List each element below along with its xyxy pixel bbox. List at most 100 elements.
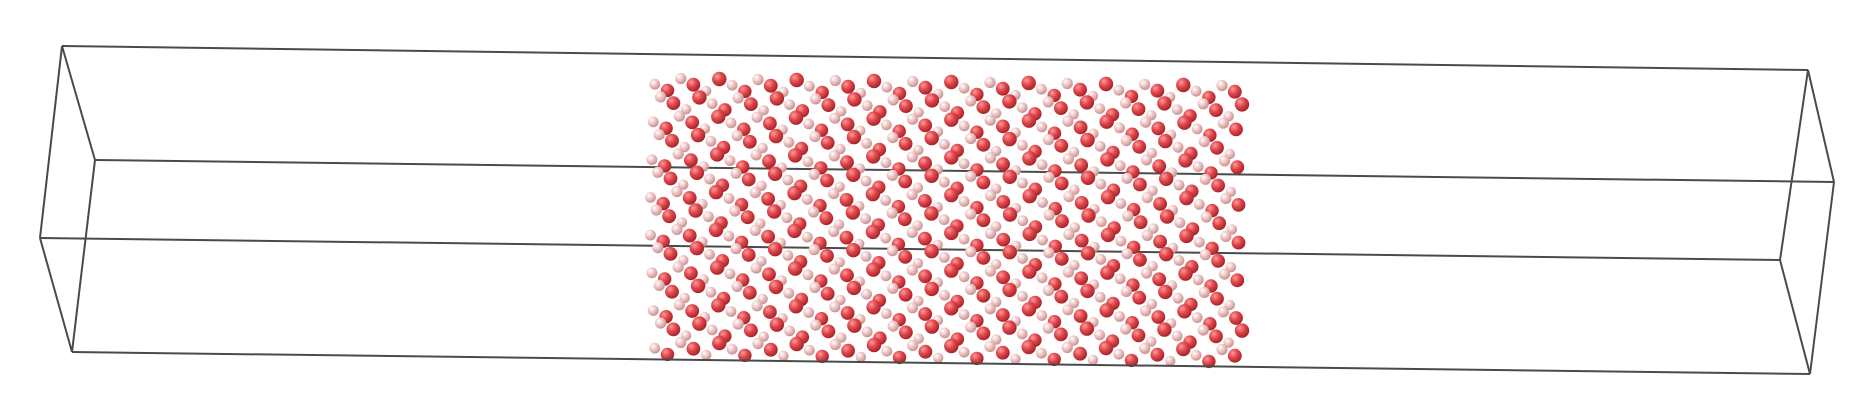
atom-red (1073, 120, 1088, 135)
atom-red (840, 155, 854, 170)
atom-red (1133, 215, 1148, 230)
atom-red (995, 345, 1010, 360)
atom-pink (958, 158, 970, 170)
atom-pink (984, 227, 997, 239)
atom-pink (1062, 115, 1074, 127)
atom-pink (1094, 329, 1106, 341)
atom-pink (731, 280, 743, 292)
atom-red (685, 304, 700, 318)
atom-pink (1068, 297, 1080, 309)
atom-red (788, 148, 803, 163)
atom-pink (1114, 160, 1126, 172)
atom-red (1079, 95, 1095, 110)
simulation-box-back-edges (39, 159, 1835, 261)
atom-pink (1042, 284, 1055, 296)
atom-pink (673, 110, 686, 122)
atom-pink (881, 119, 892, 131)
atom-red (1002, 282, 1017, 298)
atom-red (1176, 341, 1191, 357)
atom-pink (1122, 210, 1134, 222)
atom-red (1179, 228, 1194, 244)
atom-pink (991, 334, 1002, 345)
atom-pink (881, 81, 893, 93)
atom-pink (984, 152, 997, 164)
atom-red (1002, 169, 1017, 184)
atom-pink (752, 337, 764, 350)
atom-red (744, 97, 758, 111)
atom-red (996, 232, 1011, 247)
atom-red (761, 192, 775, 206)
atom-pink (836, 106, 847, 117)
atom-red (1080, 246, 1096, 261)
atom-pink (1036, 83, 1047, 95)
atom-pink (984, 190, 997, 202)
atom-pink (1016, 328, 1028, 340)
atom-pink (680, 104, 692, 115)
atom-pink (1171, 330, 1183, 342)
atom-red (839, 230, 854, 245)
atom-red (665, 284, 679, 299)
atom-pink (723, 193, 735, 204)
atom-red (763, 342, 778, 357)
atom-pink (1171, 104, 1183, 115)
atom-pink (1062, 153, 1074, 165)
atom-pink (807, 206, 820, 218)
atom-pink (1113, 348, 1125, 360)
atom-pink (1198, 136, 1210, 148)
atom-red (788, 299, 804, 314)
atom-pink (725, 117, 737, 129)
atom-pink (646, 267, 658, 279)
box-edge (39, 237, 1781, 261)
atom-pink (965, 283, 977, 295)
atom-pink (672, 261, 684, 273)
atom-red (787, 223, 802, 239)
atom-red (788, 110, 804, 125)
atom-pink (1146, 298, 1158, 310)
atom-pink (750, 262, 762, 274)
atom-red (1079, 321, 1095, 336)
atom-red (820, 249, 834, 263)
atom-pink (1063, 228, 1075, 240)
atom-red (918, 307, 933, 321)
atom-red (1234, 323, 1250, 338)
atom-pink (804, 80, 815, 92)
atom-pink (808, 168, 820, 180)
atom-red (1002, 245, 1017, 260)
atom-red (866, 73, 882, 89)
atom-pink (855, 351, 867, 363)
atom-pink (829, 74, 841, 87)
atom-pink (886, 207, 898, 219)
atom-pink (1199, 249, 1211, 261)
atom-pink (652, 166, 664, 178)
atom-pink (1121, 248, 1133, 260)
atom-pink (1094, 103, 1106, 114)
atom-pink (907, 339, 919, 352)
atom-red (944, 112, 959, 127)
atom-red (820, 135, 835, 150)
atom-red (1073, 309, 1088, 323)
atom-red (741, 248, 756, 262)
atom-pink (732, 318, 744, 330)
atom-pink (752, 73, 764, 86)
atom-pink (1139, 78, 1151, 91)
atom-red (740, 210, 755, 225)
atom-pink (1062, 304, 1074, 316)
atom-pink (1042, 134, 1055, 146)
atom-pink (1115, 235, 1127, 247)
atom-red (1021, 75, 1036, 91)
atom-red (690, 278, 706, 294)
atom-red (840, 268, 854, 283)
atom-red (768, 128, 784, 144)
atom-pink (1095, 254, 1107, 265)
atom-red (866, 262, 881, 277)
atom-red (1230, 273, 1245, 288)
atom-red (663, 171, 678, 186)
atom-pink (906, 302, 919, 314)
atom-red (689, 241, 705, 256)
atom-red (1073, 82, 1087, 97)
atom-pink (1036, 347, 1047, 359)
atom-pink (756, 180, 767, 191)
atom-pink (726, 79, 738, 91)
atom-red (787, 185, 802, 201)
